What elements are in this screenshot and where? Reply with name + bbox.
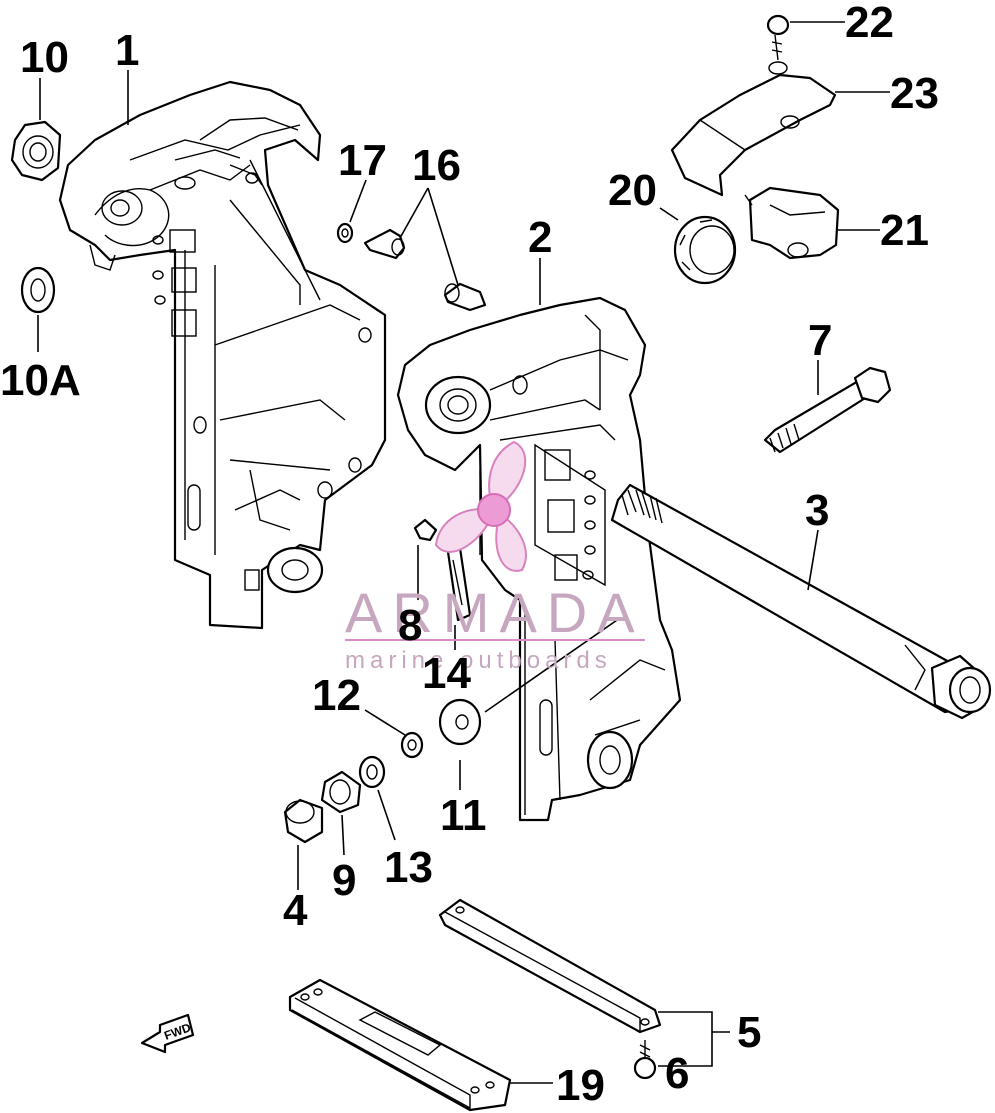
screw-6 (633, 1040, 657, 1080)
armada-watermark: ARMADA marine outboards (345, 440, 645, 674)
screw-16-upper (363, 228, 406, 260)
washer-12 (400, 731, 424, 759)
callout-8: 8 (398, 601, 422, 650)
callout-20: 20 (608, 166, 657, 215)
forward-direction-arrow: FWD (140, 1013, 195, 1054)
screw-16-lower (443, 282, 487, 312)
watermark-brand: ARMADA (345, 581, 645, 644)
bracket-21 (744, 186, 840, 260)
nut-10 (10, 120, 62, 182)
callout-23: 23 (890, 69, 939, 118)
callout-6: 6 (665, 1049, 689, 1098)
callout-10: 10 (20, 33, 69, 82)
screw-22 (766, 14, 790, 61)
washer-10a (20, 266, 56, 314)
washer-11 (438, 698, 482, 746)
bolt-7 (763, 366, 892, 454)
washer-13 (358, 755, 386, 789)
collar-4 (283, 798, 324, 844)
callout-1: 1 (115, 26, 139, 75)
callout-14: 14 (422, 649, 471, 698)
callout-16: 16 (412, 141, 461, 190)
cap-20 (673, 215, 737, 285)
through-tube (610, 483, 992, 720)
callout-9: 9 (332, 856, 356, 905)
screw-8 (413, 518, 438, 542)
callout-7: 7 (808, 316, 832, 365)
callout-12: 12 (312, 671, 361, 720)
washer-17 (336, 222, 354, 244)
callout-2: 2 (528, 213, 552, 262)
cover-23 (670, 61, 837, 197)
callout-10a: 10A (0, 356, 81, 405)
callout-22: 22 (845, 0, 894, 47)
leader-lines (37, 21, 890, 1084)
plate-19 (288, 978, 512, 1112)
callout-4: 4 (283, 886, 308, 935)
callout-19: 19 (556, 1061, 605, 1110)
clamp-bracket-left (58, 80, 387, 630)
watermark-tagline: marine outboards (345, 647, 612, 674)
callout-21: 21 (880, 206, 929, 255)
callout-11: 11 (440, 791, 487, 840)
callout-3: 3 (805, 486, 829, 535)
bushing-9 (320, 770, 362, 814)
clamp-bracket-right (396, 296, 682, 822)
propeller-logo (434, 440, 527, 572)
callout-5: 5 (737, 1008, 761, 1057)
callout-labels: 1 10 10A 17 16 2 20 21 22 23 7 3 8 14 12… (0, 0, 939, 1110)
callout-13: 13 (384, 843, 433, 892)
callout-17: 17 (338, 136, 387, 185)
pad-5 (438, 898, 662, 1034)
